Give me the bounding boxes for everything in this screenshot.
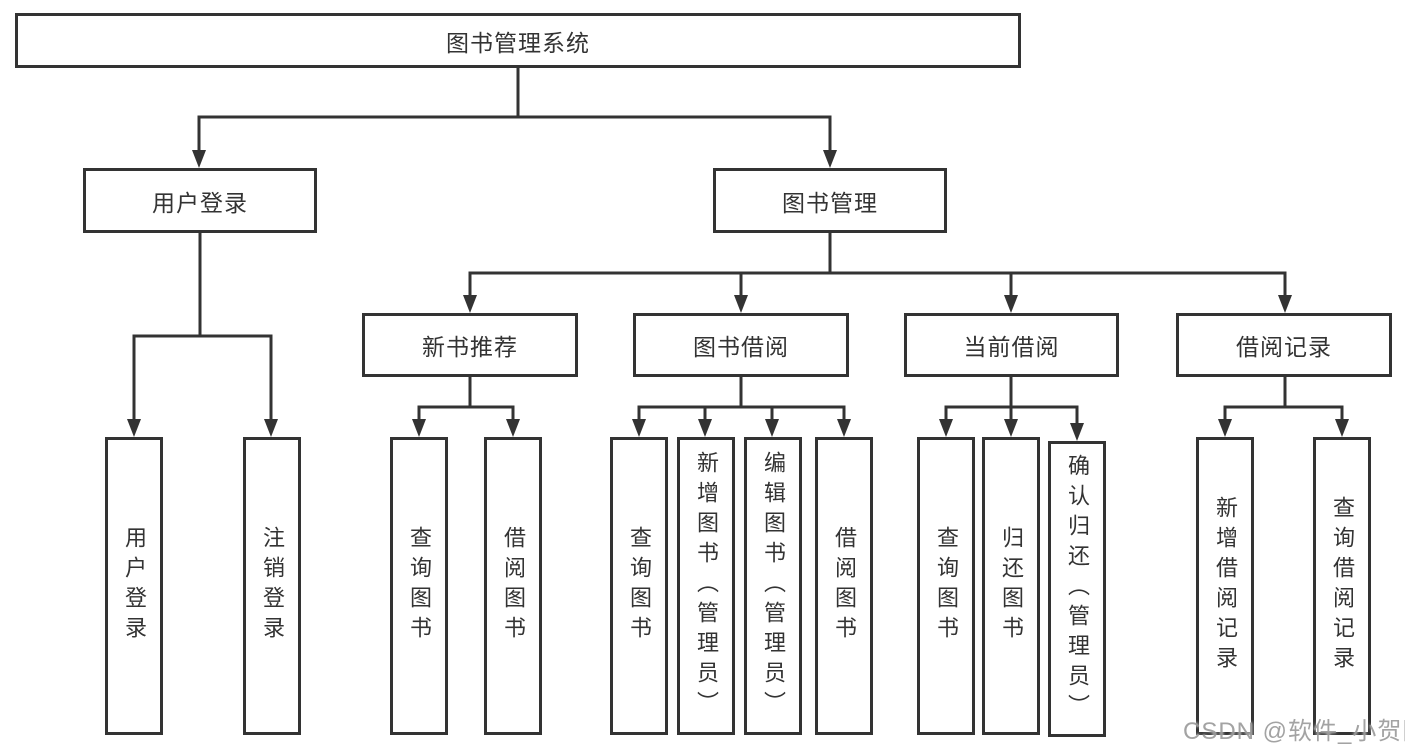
leaf-add-borrow-record: 新增借阅记录 bbox=[1196, 437, 1254, 735]
leaf-query-borrow-record: 查询借阅记录 bbox=[1313, 437, 1371, 735]
leaf-query-books-borrow: 查询图书 bbox=[610, 437, 668, 735]
leaf-confirm-return-admin: 确认归还（管理员） bbox=[1048, 441, 1106, 737]
node-book-management: 图书管理 bbox=[713, 168, 947, 233]
leaf-add-books-admin: 新增图书（管理员） bbox=[677, 437, 735, 735]
leaf-query-books-current: 查询图书 bbox=[917, 437, 975, 735]
leaf-borrow-books: 借阅图书 bbox=[815, 437, 873, 735]
node-book-borrow: 图书借阅 bbox=[633, 313, 849, 377]
node-new-book-recommend: 新书推荐 bbox=[362, 313, 578, 377]
node-borrow-records: 借阅记录 bbox=[1176, 313, 1392, 377]
leaf-borrow-books-recommend: 借阅图书 bbox=[484, 437, 542, 735]
node-root-library-system: 图书管理系统 bbox=[15, 13, 1021, 68]
leaf-user-login: 用户登录 bbox=[105, 437, 163, 735]
csdn-watermark: CSDN @软件_小贺同学 bbox=[1183, 718, 1405, 745]
node-current-borrow: 当前借阅 bbox=[904, 313, 1119, 377]
leaf-return-books: 归还图书 bbox=[982, 437, 1040, 735]
leaf-logout: 注销登录 bbox=[243, 437, 301, 735]
node-user-login: 用户登录 bbox=[83, 168, 317, 233]
leaf-edit-books-admin: 编辑图书（管理员） bbox=[744, 437, 802, 735]
leaf-query-books-recommend: 查询图书 bbox=[390, 437, 448, 735]
